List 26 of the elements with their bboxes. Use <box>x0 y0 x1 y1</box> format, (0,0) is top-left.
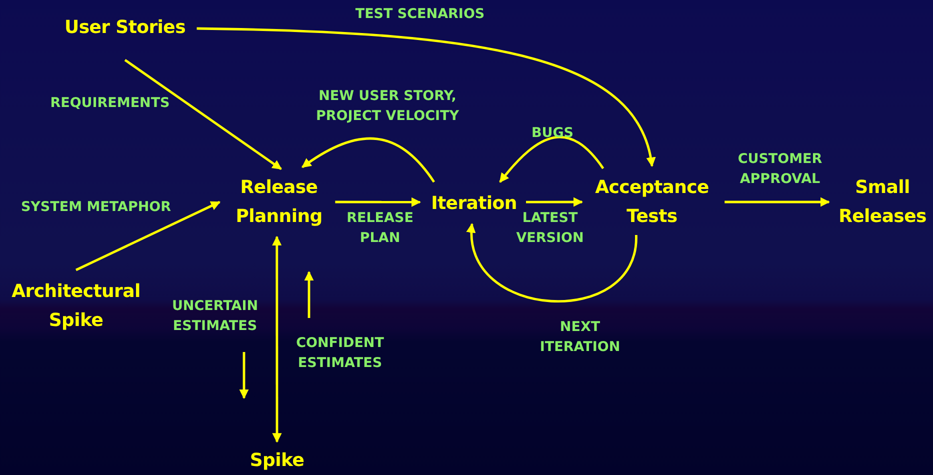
arrow <box>75 200 220 272</box>
arrow <box>272 236 282 443</box>
edge-label: REQUIREMENTS <box>49 94 171 113</box>
process-label: Architectural Spike <box>4 276 148 336</box>
arrow <box>196 27 655 167</box>
arrow <box>124 59 282 170</box>
process-label: User Stories <box>56 12 194 42</box>
edge-label: RELEASE PLAN <box>346 209 414 248</box>
arrow <box>724 197 830 207</box>
process-label: Release Planning <box>226 172 332 232</box>
note-label: UNCERTAIN ESTIMATES <box>170 297 260 336</box>
note-label: CONFIDENT ESTIMATES <box>295 334 385 373</box>
edge-label: NEW USER STORY, PROJECT VELOCITY <box>314 87 460 126</box>
edge-label: SYSTEM METAPHOR <box>20 198 172 217</box>
arrow <box>335 197 421 207</box>
arrow <box>302 137 435 183</box>
edge-label: TEST SCENARIOS <box>354 5 486 24</box>
edge-label: NEXT ITERATION <box>538 318 622 357</box>
process-label: Spike <box>244 446 310 474</box>
process-label: Acceptance Tests <box>586 172 718 232</box>
edge-label: CUSTOMER APPROVAL <box>736 150 824 189</box>
edge-label: BUGS <box>530 124 575 143</box>
arrow <box>499 136 604 183</box>
process-label: Small Releases <box>832 172 933 232</box>
arrow <box>526 197 583 207</box>
arrow <box>468 223 638 302</box>
